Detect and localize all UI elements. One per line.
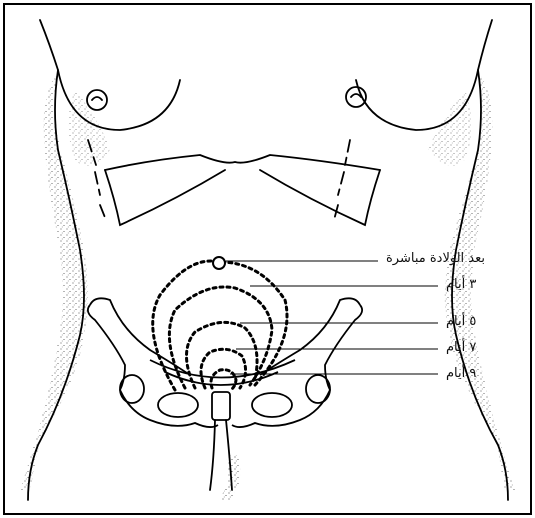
label-day5: ٥ أيام bbox=[446, 312, 476, 329]
pelvis bbox=[88, 298, 362, 427]
label-day9: ٩ أيام bbox=[446, 364, 476, 381]
label-immediately-after: بعد الولادة مباشرة bbox=[386, 251, 485, 266]
fundus-marker bbox=[213, 257, 225, 269]
fundus-day9 bbox=[211, 370, 236, 390]
label-day3: ٣ أيام bbox=[446, 275, 476, 292]
label-day7: ٧ أيام bbox=[446, 338, 476, 355]
torso-shading bbox=[20, 70, 515, 500]
